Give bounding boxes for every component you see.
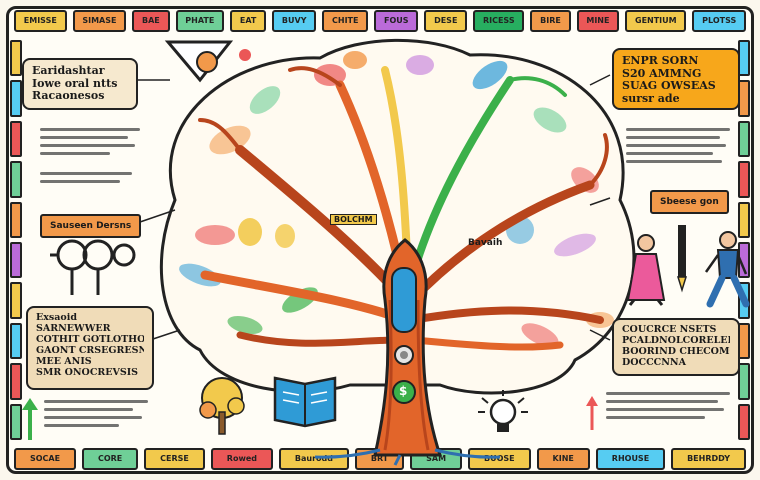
left-strip-segment-0	[10, 40, 22, 77]
tag-right: Sbeese gon	[650, 190, 729, 214]
bottom-tab-8: KINE	[536, 448, 590, 470]
tree-sign-label: BOLCHM	[330, 214, 377, 225]
left-strip-segment-9	[10, 403, 22, 441]
top-tab-4: EAT	[230, 10, 267, 32]
note-top-left: Earidashtar Iowe oral ntts Racaonesos	[22, 58, 138, 110]
left-strip-segment-8	[10, 363, 22, 400]
top-red-dot	[239, 49, 251, 61]
top-tab-5: BUVY	[272, 10, 317, 32]
right-strip-segment-4	[738, 201, 750, 239]
bottom-tab-10: BEHRDDY	[671, 448, 746, 470]
bottom-tab-0: SOCAE	[14, 448, 76, 470]
bottom-tab-4: Baurodd	[278, 448, 349, 470]
trunk-tag	[391, 267, 417, 333]
text-block-left-3	[44, 400, 148, 427]
tree-center-label: Bavaih	[468, 238, 503, 248]
trunk-emblem	[392, 380, 416, 404]
top-tab-10: BIRE	[530, 10, 571, 32]
left-strip-segment-1	[10, 80, 22, 117]
top-tab-3: PHATE	[175, 10, 225, 32]
left-color-strip	[10, 40, 22, 441]
top-tab-12: GENTIUM	[625, 10, 687, 32]
right-strip-segment-9	[738, 403, 750, 441]
girl-figure-icon	[626, 234, 666, 306]
connector-lines	[138, 74, 611, 341]
left-strip-segment-3	[10, 161, 22, 198]
top-tab-2: BAE	[132, 10, 170, 32]
text-block-left-2	[40, 172, 140, 183]
left-strip-segment-2	[10, 120, 22, 158]
tree-icon	[199, 377, 245, 435]
left-strip-segment-7	[10, 322, 22, 360]
bottom-tab-3: Rowed	[210, 448, 273, 470]
bottom-tab-1: CORE	[82, 448, 139, 470]
tree-roots	[314, 448, 501, 466]
arrow-up-icon	[22, 396, 598, 440]
note-mid-left: Exsaoid SARNEWWER COTHIT GOTLOTHO GAONT …	[26, 306, 154, 390]
lightbulb-icon	[478, 390, 528, 432]
top-tab-1: SIMASE	[72, 10, 127, 32]
top-tab-0: EMISSE	[14, 10, 67, 32]
note-top-right: ENPR SORN S20 AMMNG SUAG OWSEAS sursr ad…	[612, 48, 740, 110]
pencil-icon	[676, 225, 688, 293]
bottom-tab-2: CERSE	[144, 448, 205, 470]
top-orange-dot	[196, 51, 218, 73]
book-icon	[273, 376, 337, 428]
left-strip-segment-6	[10, 282, 22, 319]
lens-icon	[400, 351, 408, 359]
text-block-left-1	[40, 128, 140, 155]
top-tab-6: CHITE	[322, 10, 369, 32]
left-strip-segment-5	[10, 242, 22, 279]
top-tab-7: FOUS	[374, 10, 419, 32]
bottom-tab-9: RHOUSE	[595, 448, 666, 470]
top-tab-13: PLOTSS	[692, 10, 747, 32]
top-tab-9: RICESS	[473, 10, 525, 32]
right-strip-segment-3	[738, 161, 750, 198]
boy-figure-icon	[704, 231, 750, 308]
right-color-strip	[738, 40, 750, 441]
trunk-symbol: $	[399, 384, 408, 398]
text-block-right-2	[606, 392, 730, 419]
note-mid-right: COUCRCE NSETS PCALDNOLCORELED BOORIND CH…	[612, 318, 740, 376]
top-tab-8: DESE	[424, 10, 468, 32]
right-strip-segment-8	[738, 363, 750, 400]
keyhole-icon	[50, 239, 136, 295]
top-tab-11: MINE	[576, 10, 620, 32]
right-strip-segment-2	[738, 120, 750, 158]
left-strip-segment-4	[10, 201, 22, 239]
tag-left: Sauseen Dersns	[40, 214, 142, 238]
text-block-right-1	[626, 128, 730, 163]
